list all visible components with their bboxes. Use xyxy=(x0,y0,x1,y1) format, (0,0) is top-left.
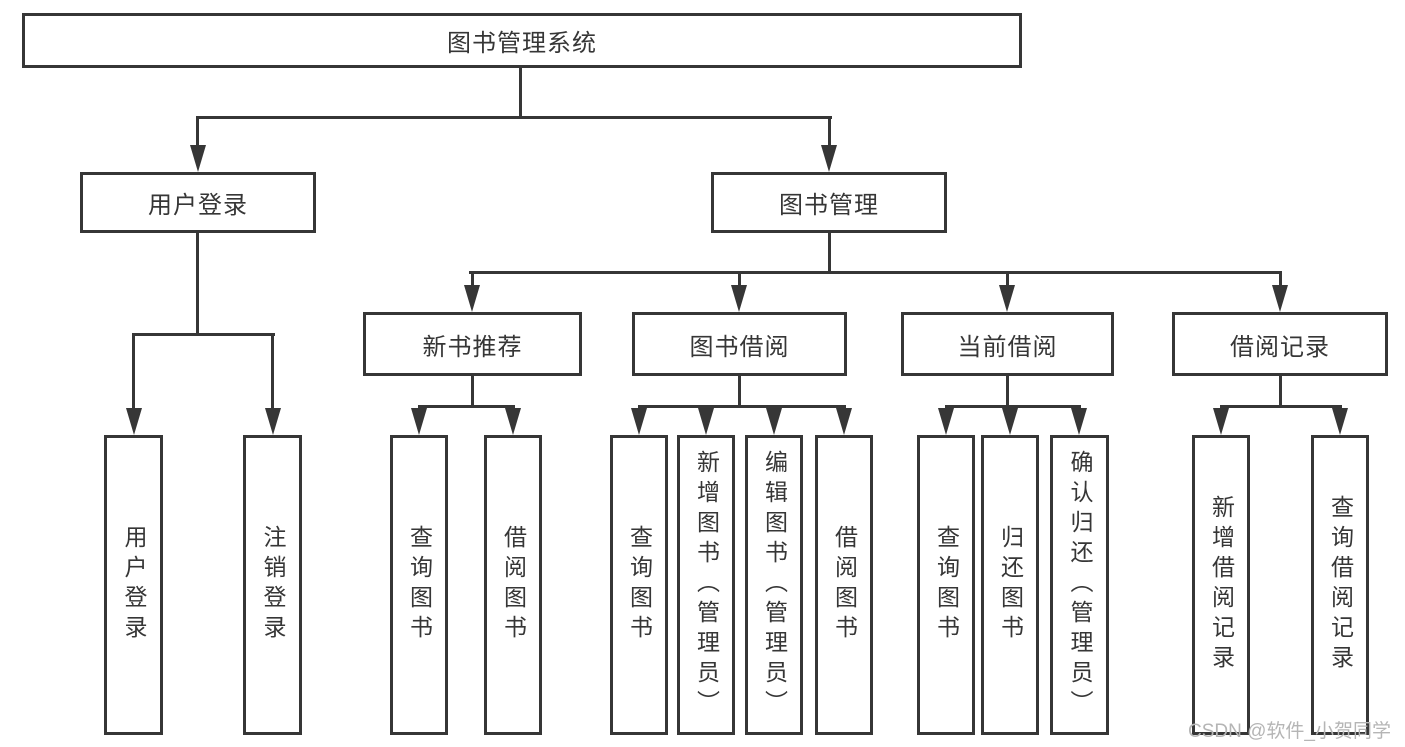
leaf-label: 归还图书 xyxy=(997,525,1024,645)
node-current-borrowing: 当前借阅 xyxy=(901,312,1114,376)
arrow-down-icon xyxy=(1071,408,1087,435)
arrow-down-icon xyxy=(999,285,1015,312)
node-label: 当前借阅 xyxy=(957,333,1058,361)
node-book-borrowing: 图书借阅 xyxy=(632,312,847,376)
leaf-confirm-return-admin: 确认归还（管理员） xyxy=(1050,435,1109,735)
node-label: 图书管理 xyxy=(779,192,879,219)
connector-line xyxy=(638,405,846,408)
arrow-down-icon xyxy=(190,145,206,172)
leaf-user-login: 用户登录 xyxy=(104,435,163,735)
connector-line xyxy=(469,271,1282,274)
node-label: 图书借阅 xyxy=(689,333,790,361)
leaf-borrow-books-recommend: 借阅图书 xyxy=(484,435,542,735)
arrow-down-icon xyxy=(821,145,837,172)
connector-line xyxy=(1220,405,1342,408)
leaf-label: 用户登录 xyxy=(121,525,147,645)
connector-line xyxy=(471,374,474,407)
leaf-label: 新增图书（管理员） xyxy=(693,450,720,720)
connector-line xyxy=(132,333,135,409)
connector-line xyxy=(196,116,832,119)
arrow-down-icon xyxy=(766,408,782,435)
connector-line xyxy=(271,333,274,409)
leaf-add-borrow-record: 新增借阅记录 xyxy=(1192,435,1250,735)
leaf-edit-book-admin: 编辑图书（管理员） xyxy=(745,435,803,735)
arrow-down-icon xyxy=(505,408,521,435)
leaf-label: 编辑图书（管理员） xyxy=(761,450,788,720)
watermark: CSDN @软件_小贺同学 xyxy=(1188,721,1391,742)
leaf-label: 查询图书 xyxy=(406,525,433,645)
arrow-down-icon xyxy=(1272,285,1288,312)
leaf-label: 注销登录 xyxy=(260,525,286,645)
connector-line xyxy=(828,232,831,273)
connector-line xyxy=(828,118,831,148)
leaf-add-book-admin: 新增图书（管理员） xyxy=(677,435,735,735)
leaf-label: 查询图书 xyxy=(626,525,653,645)
connector-line xyxy=(738,272,741,287)
connector-line xyxy=(196,231,199,336)
leaf-label: 查询借阅记录 xyxy=(1327,495,1354,675)
arrow-down-icon xyxy=(126,408,142,435)
connector-line xyxy=(519,66,522,119)
leaf-query-books-current: 查询图书 xyxy=(917,435,975,735)
connector-line xyxy=(132,333,275,336)
node-label: 用户登录 xyxy=(148,192,248,219)
arrow-down-icon xyxy=(411,408,427,435)
arrow-down-icon xyxy=(938,408,954,435)
leaf-query-books-borrowing: 查询图书 xyxy=(610,435,668,735)
arrow-down-icon xyxy=(631,408,647,435)
node-book-management: 图书管理 xyxy=(711,172,947,233)
node-label: 借阅记录 xyxy=(1230,333,1330,361)
node-user-login: 用户登录 xyxy=(80,172,316,233)
leaf-label: 新增借阅记录 xyxy=(1208,495,1235,675)
arrow-down-icon xyxy=(1002,408,1018,435)
arrow-down-icon xyxy=(836,408,852,435)
arrow-down-icon xyxy=(1213,408,1229,435)
arrow-down-icon xyxy=(731,285,747,312)
node-borrowing-records: 借阅记录 xyxy=(1172,312,1388,376)
leaf-label: 查询图书 xyxy=(933,525,960,645)
connector-line xyxy=(471,272,474,287)
leaf-label: 确认归还（管理员） xyxy=(1067,450,1093,720)
connector-line xyxy=(1279,374,1282,407)
arrow-down-icon xyxy=(464,285,480,312)
leaf-logout: 注销登录 xyxy=(243,435,302,735)
leaf-borrow-books-borrowing: 借阅图书 xyxy=(815,435,873,735)
node-new-book-recommendation: 新书推荐 xyxy=(363,312,582,376)
node-library-management-system: 图书管理系统 xyxy=(22,13,1022,68)
leaf-label: 借阅图书 xyxy=(831,525,858,645)
connector-line xyxy=(945,405,1081,408)
leaf-label: 借阅图书 xyxy=(500,525,527,645)
connector-line xyxy=(196,118,199,148)
connector-line xyxy=(418,405,515,408)
leaf-return-books: 归还图书 xyxy=(981,435,1039,735)
connector-line xyxy=(1279,272,1282,287)
connector-line xyxy=(738,374,741,407)
leaf-query-borrow-record: 查询借阅记录 xyxy=(1311,435,1369,735)
node-label: 图书管理系统 xyxy=(447,30,597,57)
leaf-query-books-recommend: 查询图书 xyxy=(390,435,448,735)
arrow-down-icon xyxy=(1332,408,1348,435)
arrow-down-icon xyxy=(265,408,281,435)
connector-line xyxy=(1006,272,1009,287)
arrow-down-icon xyxy=(698,408,714,435)
node-label: 新书推荐 xyxy=(422,333,523,361)
connector-line xyxy=(1006,374,1009,407)
